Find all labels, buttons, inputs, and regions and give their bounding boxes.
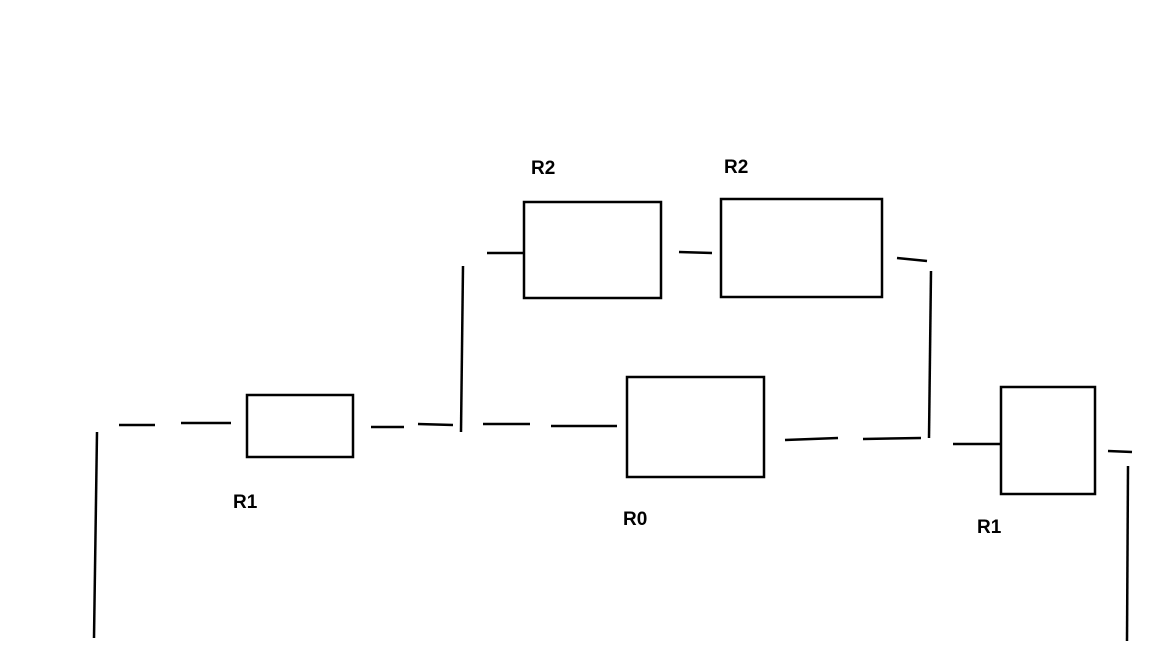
wire-segment [896,256,928,263]
left-terminal-wire [92,431,99,639]
junction-right-vertical-wire [927,270,933,439]
wire-segment [1107,449,1133,454]
junction-left-vertical-wire [459,265,465,433]
label-r1-right: R1 [977,517,1002,538]
wire-segment [784,436,839,442]
right-terminal-wire [1125,465,1130,642]
resistor-r2-left [522,200,663,300]
label-r2-right: R2 [724,157,749,178]
wire-segment [678,250,713,255]
wire-segment [862,436,922,441]
resistor-r1-right [999,385,1097,496]
resistor-r0-center [625,375,766,479]
wire-segment [417,422,454,427]
label-r2-left: R2 [531,158,556,179]
label-r0-center: R0 [623,509,648,530]
resistor-r1-left [245,393,355,459]
label-r1-left: R1 [233,492,258,513]
resistor-r2-right [719,197,884,299]
